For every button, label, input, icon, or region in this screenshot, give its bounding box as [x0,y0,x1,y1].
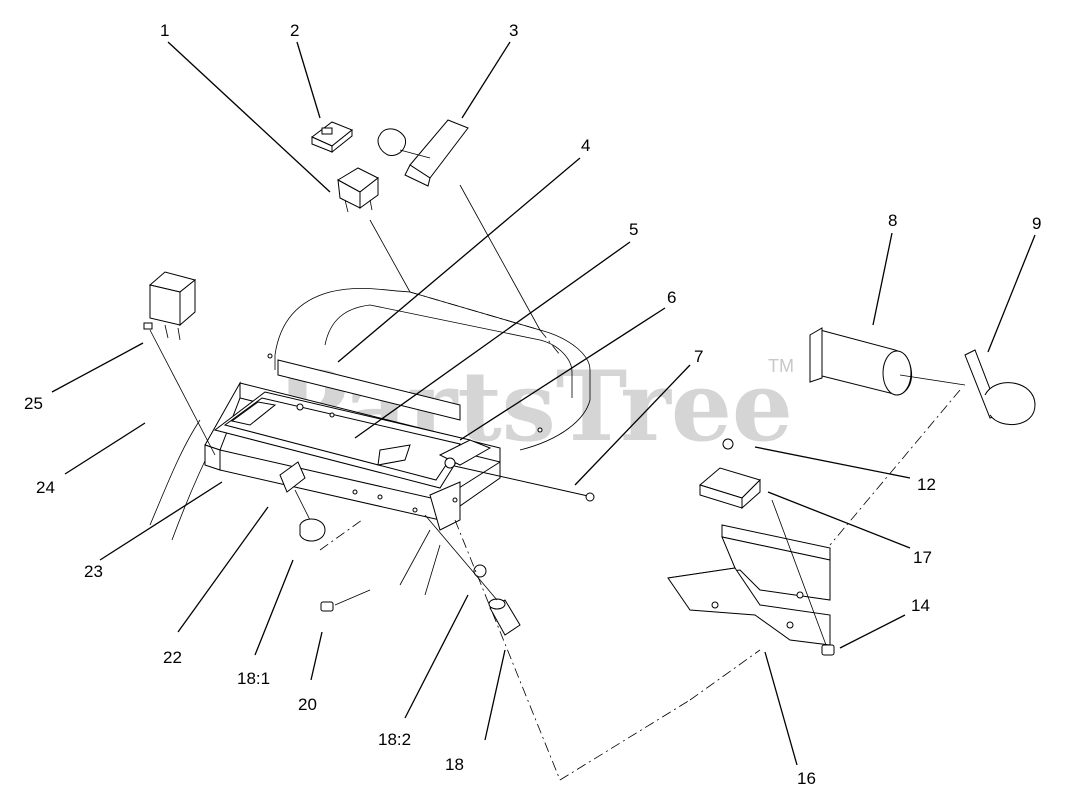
callout-8: 8 [888,211,897,230]
callout-18-1: 18:1 [237,669,270,688]
callout-3: 3 [509,21,518,40]
callout-12: 12 [917,475,936,494]
callout-16: 16 [797,769,816,788]
part-18-plug [424,514,521,636]
part-12-nut [722,438,734,450]
callout-17: 17 [913,548,932,567]
part-6-nut [444,457,456,469]
callout-23: 23 [84,562,103,581]
watermark-trademark: TM [768,356,794,376]
console-panel-23 [204,353,543,531]
phantom-lines [319,184,966,781]
part-17-relay [698,467,761,510]
part-1-switch [336,167,379,213]
callout-25: 25 [24,394,43,413]
callout-4: 4 [581,136,590,155]
callout-7: 7 [694,347,703,366]
part-8-capacitor [809,327,913,396]
part-20-screw [320,589,371,612]
callout-1: 1 [160,21,169,40]
part-16-bracket [667,524,831,646]
callout-18-2: 18:2 [378,730,411,749]
part-2-switch-cap [311,121,353,154]
part-22-hour-meter [279,461,326,542]
part-25-screw [143,322,216,456]
callout-20: 20 [298,695,317,714]
callout-9: 9 [1032,214,1041,233]
callout-24: 24 [36,478,55,497]
part-24-fuse-holder [148,271,197,341]
part-3-ignition-switch [377,119,469,187]
callout-5: 5 [629,220,638,239]
part-7-bolt [449,464,595,502]
part-14-screw [771,499,835,656]
callout-14: 14 [911,596,930,615]
callout-22: 22 [163,648,182,667]
callout-18: 18 [445,755,464,774]
callout-6: 6 [667,288,676,307]
callout-labels: 1 2 3 4 5 6 7 8 9 12 14 16 17 18 18:1 18… [24,21,1041,788]
console-phantom-outline [149,288,591,541]
callout-2: 2 [290,21,299,40]
part-9-clamp [964,349,1036,426]
leader-lines [51,41,1036,766]
